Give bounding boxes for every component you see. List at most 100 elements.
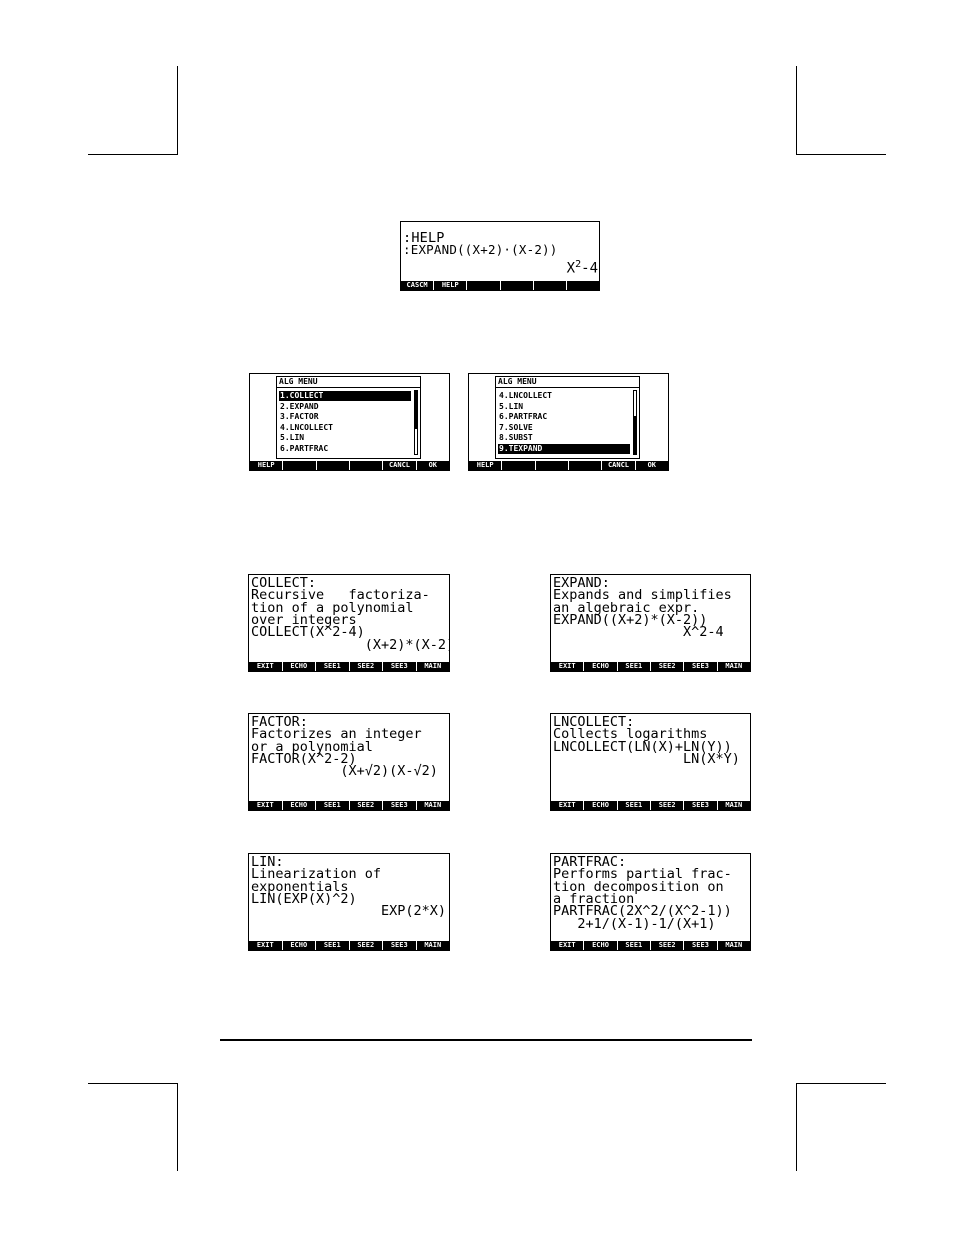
alg-menu-item[interactable]: 3.FACTOR [280, 412, 319, 421]
help-text-line: EXP(2*X) [251, 903, 447, 920]
softkey-cancel[interactable]: CANCL [383, 461, 417, 470]
scrollbar-thumb[interactable] [415, 391, 417, 429]
alg-menu-item[interactable]: 6.PARTFRAC [499, 412, 548, 421]
softkey-exit[interactable]: EXIT [551, 801, 585, 810]
softkey-main[interactable]: MAIN [725, 662, 743, 670]
alg-menu-item[interactable]: 2.EXPAND [280, 401, 319, 411]
softkey-see2[interactable]: SEE2 [651, 801, 685, 810]
softkey-echo[interactable]: ECHO [283, 801, 316, 810]
softkey-main[interactable]: MAIN [424, 941, 442, 949]
alg-menu-choose-box: ALG MENU 4.LNCOLLECT 5.LIN 6.PARTFRAC 7.… [495, 376, 640, 459]
softkey-4[interactable] [569, 461, 603, 470]
softkey-exit[interactable]: EXIT [249, 941, 283, 950]
help-text-line: exponentials [251, 878, 349, 895]
alg-menu-item[interactable]: 9.TEXPAND [498, 443, 630, 454]
softkey-see2[interactable]: SEE2 [651, 941, 685, 950]
help-text-line: Performs partial frac- [553, 866, 732, 883]
alg-menu-item[interactable]: 1.COLLECT [279, 391, 411, 401]
softkey-see2[interactable]: SEE2 [350, 941, 383, 950]
softkey-see1[interactable]: SEE1 [618, 801, 651, 810]
softkey-see2[interactable]: SEE2 [651, 662, 685, 671]
alg-menu-item[interactable]: 8.SUBST [499, 433, 533, 442]
help-text-line: or a polynomial [251, 738, 373, 755]
help-text-line: Linearization of [251, 866, 382, 883]
softkey-5[interactable] [534, 281, 567, 290]
softkey-6[interactable] [567, 281, 599, 290]
softkey-see3[interactable]: SEE3 [684, 801, 718, 810]
result-tail: -4 [581, 260, 598, 277]
softkey-see1[interactable]: SEE1 [618, 662, 651, 671]
softkey-help[interactable]: HELP [250, 461, 284, 470]
help-text-line: (X+√2)(X-√2) [251, 763, 438, 780]
calculator-screen-alg-menu-2: ALG MENU 4.LNCOLLECT 5.LIN 6.PARTFRAC 7.… [468, 373, 669, 471]
crop-mark-bl-horizontal [88, 1083, 178, 1084]
softkey-see3[interactable]: SEE3 [383, 801, 417, 810]
softkey-main[interactable]: MAIN [424, 662, 442, 670]
softkey-3[interactable] [536, 461, 569, 470]
softkey-exit[interactable]: EXIT [551, 941, 585, 950]
help-text-line: EXPAND: [553, 575, 610, 591]
help-text-line: an algebraic expr. [553, 599, 700, 616]
softkey-main[interactable]: MAIN [725, 801, 743, 809]
softkey-see1[interactable]: SEE1 [316, 662, 350, 671]
alg-menu-choose-box: ALG MENU 1.COLLECT 2.EXPAND 3.FACTOR 4.L… [276, 376, 421, 459]
scrollbar-thumb[interactable] [634, 416, 636, 454]
softkey-main[interactable]: MAIN [725, 941, 743, 949]
softkey-see1[interactable]: SEE1 [618, 941, 651, 950]
softkey-echo[interactable]: ECHO [283, 941, 316, 950]
softkey-echo[interactable]: ECHO [283, 662, 316, 671]
softkey-see1[interactable]: SEE1 [316, 801, 350, 810]
help-text-line: FACTOR(X^2-2) [251, 750, 357, 767]
softkey-see3[interactable]: SEE3 [383, 941, 417, 950]
alg-menu-item[interactable]: 7.SOLVE [499, 422, 533, 432]
softkey-exit[interactable]: EXIT [551, 662, 585, 671]
help-text-line: tion of a polynomial [251, 599, 414, 616]
alg-menu-item[interactable]: 6.PARTFRAC [280, 443, 329, 453]
softkey-echo[interactable]: ECHO [584, 801, 618, 810]
softkey-4[interactable] [350, 461, 384, 470]
softkey-cascm[interactable]: CASCM [401, 281, 435, 290]
softkey-exit[interactable]: EXIT [249, 662, 283, 671]
softkey-4[interactable] [501, 281, 534, 290]
alg-menu-item[interactable]: 4.LNCOLLECT [280, 422, 333, 432]
calculator-screen-alg-menu-1: ALG MENU 1.COLLECT 2.EXPAND 3.FACTOR 4.L… [249, 373, 450, 471]
softkey-ok[interactable]: OK [428, 461, 438, 469]
softkey-see3[interactable]: SEE3 [684, 941, 718, 950]
help-text-line: Expands and simplifies [553, 587, 732, 604]
help-text-line: a fraction [553, 890, 635, 907]
alg-menu-title: ALG MENU [277, 377, 420, 388]
softkey-2[interactable] [502, 461, 536, 470]
help-text-line: FACTOR: [251, 714, 308, 730]
softkey-cancel[interactable]: CANCL [602, 461, 636, 470]
softkey-see2[interactable]: SEE2 [350, 662, 383, 671]
help-text-line: over integers [251, 611, 357, 628]
softkey-main[interactable]: MAIN [424, 801, 442, 809]
softkey-2[interactable] [283, 461, 317, 470]
softkey-echo[interactable]: ECHO [584, 941, 618, 950]
help-text-line: LIN(EXP(X)^2) [251, 890, 357, 907]
softkey-see1[interactable]: SEE1 [316, 941, 350, 950]
softkey-3[interactable] [467, 281, 501, 290]
softkey-see3[interactable]: SEE3 [684, 662, 718, 671]
softkey-ok[interactable]: OK [647, 461, 657, 469]
softkey-echo[interactable]: ECHO [584, 662, 618, 671]
softkey-3[interactable] [317, 461, 350, 470]
softkey-help[interactable]: HELP [469, 461, 503, 470]
alg-menu-item[interactable]: 5.LIN [280, 433, 305, 442]
alg-menu-item[interactable]: 4.LNCOLLECT [499, 391, 552, 400]
softkey-see3[interactable]: SEE3 [383, 662, 417, 671]
alg-menu-scrollbar[interactable] [633, 390, 637, 455]
crop-mark-tl-vertical [177, 66, 178, 154]
help-text-line: PARTFRAC: [553, 854, 627, 870]
softkey-help[interactable]: HELP [434, 281, 468, 290]
softkey-exit[interactable]: EXIT [249, 801, 283, 810]
alg-menu-scrollbar[interactable] [414, 390, 418, 455]
result-exponent: 2 [575, 259, 582, 270]
softkey-see2[interactable]: SEE2 [350, 801, 383, 810]
alg-menu-item[interactable]: 5.LIN [499, 401, 524, 411]
